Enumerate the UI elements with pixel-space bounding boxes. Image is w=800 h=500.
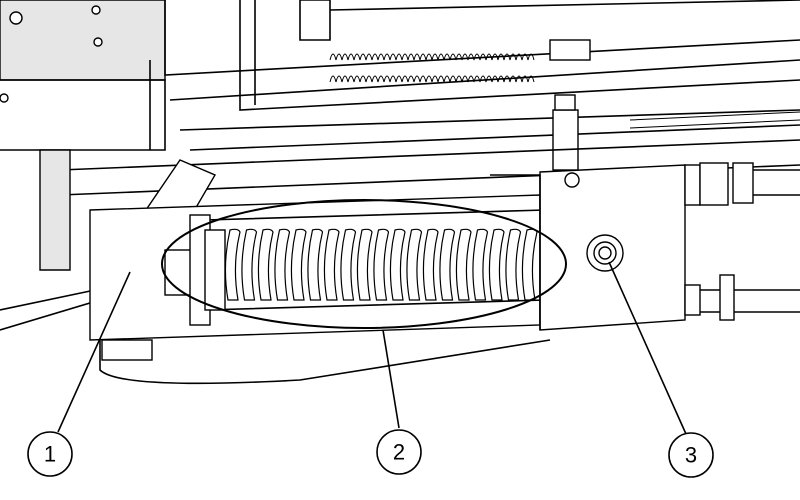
callout-2: 2 [376,429,422,475]
spring-highlight-ellipse [161,199,567,329]
spring-coil [307,228,324,301]
spring-coil [290,228,307,301]
spring-coil [488,228,505,301]
spring-coil [406,228,423,301]
spring-coil [373,228,390,301]
spring-coil [439,228,456,301]
upper-left-housing [0,0,166,151]
spring-coil [274,228,291,301]
spring-coil [224,228,241,301]
spring-coil [323,228,340,301]
spring-coil [422,228,439,301]
spring-assembly [89,194,546,341]
spring-coil [241,228,258,301]
callout-3: 3 [668,432,714,478]
upper-spring [329,53,535,83]
compression-spring [224,228,538,301]
right-block [490,162,800,331]
spring-coil [455,228,472,301]
spring-coil [505,228,522,301]
callout-3-label: 3 [685,443,697,468]
callout-1-label: 1 [44,442,56,467]
spring-coil [257,228,274,301]
spring-coil [356,228,373,301]
spring-coil [340,228,357,301]
leader-lines [57,261,687,435]
spring-coil [472,228,489,301]
spring-coil [389,228,406,301]
upper-frame [164,0,800,171]
callout-2-label: 2 [393,440,405,465]
callout-1: 1 [27,431,73,477]
